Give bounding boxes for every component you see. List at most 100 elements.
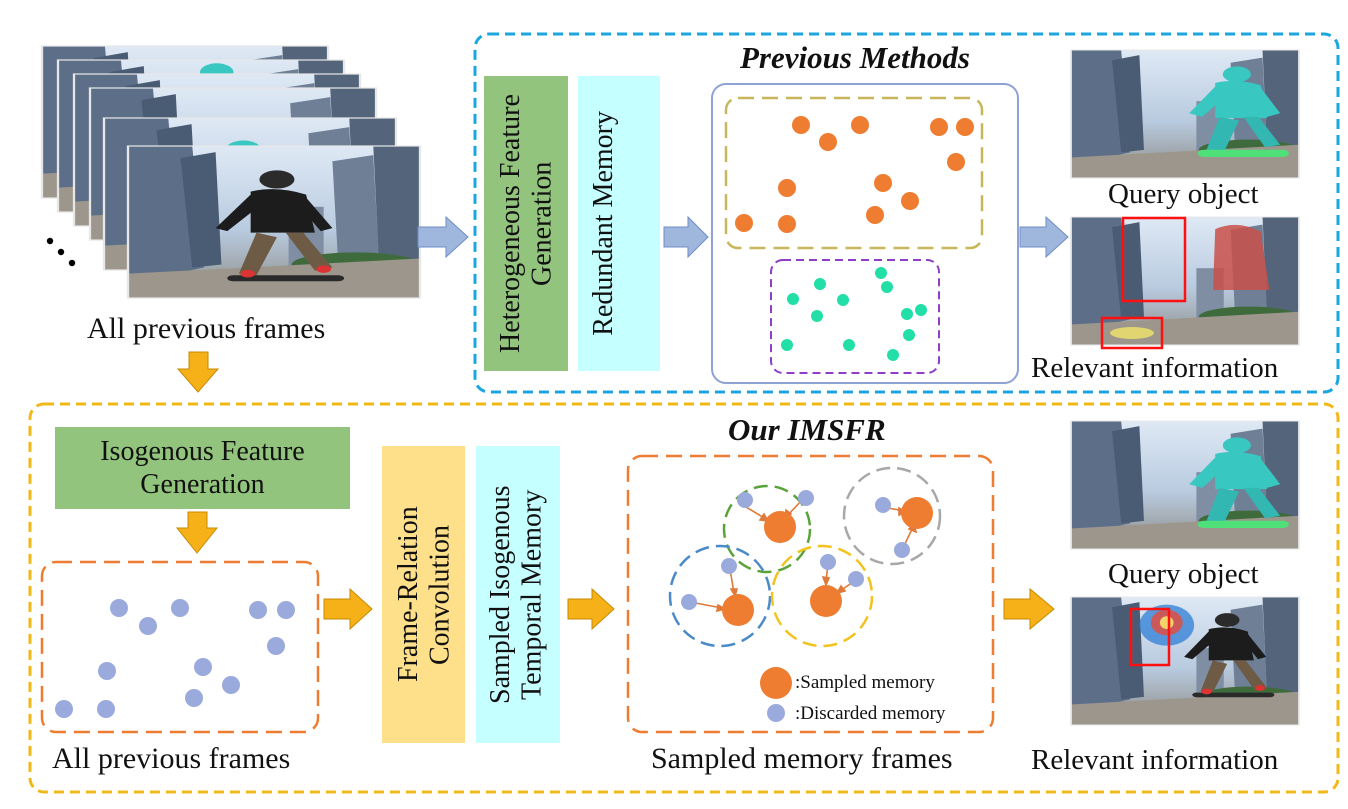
blue-dot: [97, 700, 115, 718]
cluster-gray: [842, 466, 942, 566]
iso-block-label: Isogenous Feature Generation: [100, 435, 305, 500]
orange-dot: [930, 118, 948, 136]
blue-dot: [185, 689, 203, 707]
arrow-to-frc: [323, 587, 373, 631]
frame-stack: [40, 44, 422, 300]
blue-dot: [194, 658, 212, 676]
orange-feature-dots: [735, 116, 974, 233]
hetero-block-bg: [484, 76, 568, 371]
bottom-frames-caption: All previous frames: [52, 742, 291, 775]
teal-feature-group: [770, 259, 940, 374]
relevant-box-bottom: [1129, 607, 1171, 667]
blue-dot: [171, 599, 189, 617]
frame-stack-ellipsis: [46, 237, 76, 267]
cluster-blue: [668, 544, 772, 648]
hetero-block-label: Heterogeneous Feature Generation: [495, 94, 558, 353]
arrow-to-results: [1003, 587, 1055, 631]
blue-dot: [55, 700, 73, 718]
frame-stack-front: [126, 144, 422, 300]
orange-dot: [778, 215, 796, 233]
previous-methods-title: Previous Methods: [740, 40, 970, 75]
orange-dot: [874, 174, 892, 192]
iso-block-bg: [55, 427, 350, 509]
redundant-block: Redundant Memory: [578, 76, 660, 371]
teal-dot: [875, 267, 887, 279]
blue-dot: [222, 676, 240, 694]
orange-dot: [778, 179, 796, 197]
query-image-bottom: [1070, 420, 1300, 550]
blue-dot: [110, 599, 128, 617]
orange-dot: [819, 133, 837, 151]
relevant-image-bottom: [1070, 596, 1300, 726]
teal-dot: [843, 339, 855, 351]
relevant-box-body: [1121, 216, 1187, 303]
teal-dot: [787, 293, 799, 305]
sampled-block-bg: [476, 446, 560, 743]
orange-dot: [851, 116, 869, 134]
top-frames-caption: All previous frames: [87, 312, 326, 345]
frc-block: Frame-Relation Convolution: [382, 446, 465, 743]
teal-dot: [881, 281, 893, 293]
orange-dot: [735, 214, 753, 232]
sampled-block: Sampled Isogenous Temporal Memory: [476, 446, 560, 743]
bottom-relevant-caption: Relevant information: [1031, 744, 1279, 776]
blue-dot: [277, 601, 295, 619]
arrow-down-main: [176, 351, 220, 393]
redundant-memory-box: [711, 83, 1019, 384]
isogenous-feature-dots: [55, 599, 295, 718]
ellipsis-text: ⋰: [43, 60, 44, 61]
teal-dot: [903, 329, 915, 341]
top-relevant-caption: Relevant information: [1031, 352, 1279, 384]
teal-feature-dots: [781, 267, 927, 361]
relevant-heat-board: [1110, 327, 1154, 339]
blue-dot: [98, 662, 116, 680]
sampled-memory-dots: [722, 497, 933, 626]
redundant-block-label: Redundant Memory: [588, 111, 619, 336]
legend-discarded-label: :Discarded memory: [795, 703, 946, 724]
discarded-memory-dots: [681, 490, 910, 610]
legend-sampled-label: :Sampled memory: [795, 672, 935, 693]
frc-block-label: Frame-Relation Convolution: [392, 506, 455, 683]
cluster-yellow: [770, 544, 874, 648]
teal-dot: [901, 308, 913, 320]
arrow-to-sampled: [567, 587, 615, 631]
frc-block-bg: [382, 446, 465, 743]
orange-dot: [956, 118, 974, 136]
arrow-to-query: [1019, 215, 1069, 259]
redundant-block-bg: [578, 76, 660, 371]
arrow-down-iso: [175, 511, 219, 554]
arrow-to-hetero: [417, 215, 469, 259]
cluster-arrows: [689, 499, 918, 613]
teal-dot: [781, 339, 793, 351]
top-query-caption: Query object: [1108, 178, 1259, 210]
legend-discarded-marker: [767, 704, 785, 722]
arrow-to-memory: [663, 215, 709, 259]
orange-feature-group: [724, 96, 984, 250]
orange-dot: [901, 192, 919, 210]
iso-block: Isogenous Feature Generation: [55, 427, 350, 509]
bottom-query-caption: Query object: [1108, 558, 1259, 590]
legend-sampled-marker: [760, 667, 792, 699]
sampled-caption: Sampled memory frames: [651, 742, 953, 775]
relevant-image-top: [1070, 216, 1300, 346]
hetero-block: Heterogeneous Feature Generation: [484, 76, 568, 371]
teal-dot: [915, 304, 927, 316]
blue-dot: [139, 617, 157, 635]
orange-dot: [947, 153, 965, 171]
orange-dot: [866, 206, 884, 224]
imsfr-title: Our IMSFR: [728, 412, 886, 447]
cluster-green: [722, 484, 812, 574]
query-image-top: [1070, 49, 1300, 179]
imsfr-frame: [28, 402, 1340, 794]
sampled-memory-box: [626, 454, 995, 734]
teal-dot: [837, 294, 849, 306]
teal-dot: [887, 349, 899, 361]
isogenous-frames-box: [40, 560, 320, 734]
orange-dot: [792, 116, 810, 134]
teal-dot: [814, 278, 826, 290]
teal-dot: [811, 310, 823, 322]
sampled-block-label: Sampled Isogenous Temporal Memory: [485, 485, 548, 704]
relevant-box-board: [1100, 316, 1164, 350]
